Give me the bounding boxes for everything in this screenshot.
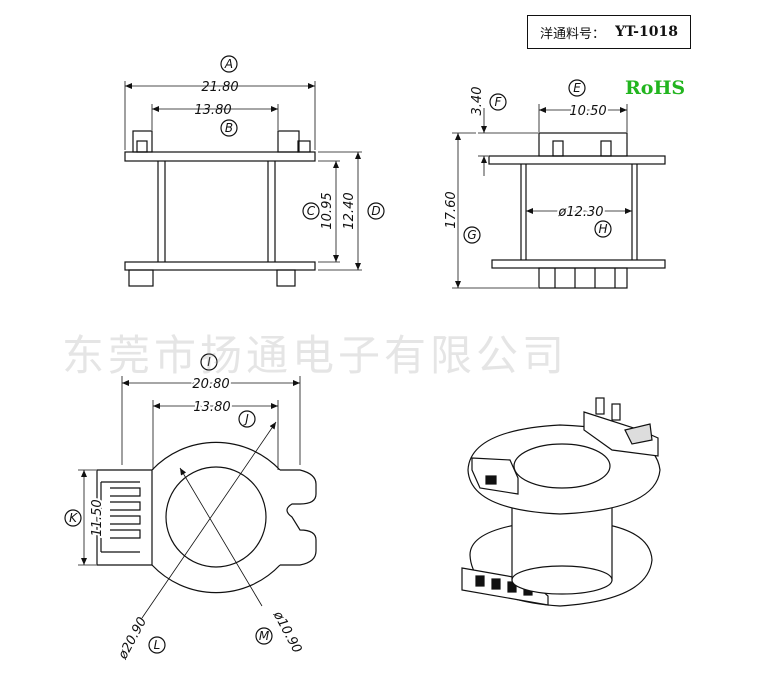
- top-view-labels: I 20.80 J 13.80 K 11.50 L ø20.90 M ø10.9…: [69, 355, 304, 663]
- iso-pin-2: [611, 403, 621, 421]
- front-top-pin-right: [277, 130, 300, 153]
- dim-G-value: 17.60: [444, 191, 459, 228]
- front-bottom-flange: [124, 261, 316, 271]
- letter-H: H: [598, 222, 607, 236]
- letter-I: I: [207, 355, 211, 369]
- dim-B-value: 13.80: [194, 103, 231, 118]
- side-top-pin-left: [552, 140, 564, 157]
- dim-E-value: 10.50: [569, 104, 606, 119]
- letter-D: D: [371, 204, 380, 218]
- core-hole: [165, 466, 267, 568]
- dim-I-value: 20.80: [192, 377, 229, 392]
- letter-M: M: [259, 629, 270, 643]
- side-top-block: [538, 132, 628, 157]
- top-view: [64, 353, 317, 654]
- dim-C-value: 10.95: [320, 192, 335, 229]
- outer-rim-bottom: [151, 564, 281, 594]
- right-notch: [280, 469, 317, 566]
- dim-F-value: 3.40: [470, 87, 485, 116]
- callout-circle-K: [64, 509, 82, 527]
- front-view: [124, 55, 385, 287]
- front-top-flange: [124, 151, 316, 162]
- front-top-pin-left-inner: [136, 140, 148, 153]
- dim-K-value: 11.50: [90, 499, 105, 536]
- isometric-view: [461, 397, 661, 607]
- side-bottom-block: [538, 267, 628, 289]
- callout-circle-J: [238, 410, 256, 428]
- callout-circle-B: [220, 119, 238, 137]
- callout-circle-F: [489, 93, 507, 111]
- rohs-mark: RoHS: [625, 77, 686, 99]
- letter-K: K: [69, 511, 78, 525]
- dim-M-value: ø10.90: [269, 608, 304, 656]
- part-number-label: 洋通料号：: [540, 26, 606, 42]
- callout-circle-L: [148, 636, 166, 654]
- side-top-flange: [488, 155, 666, 165]
- callout-circle-D: [367, 202, 385, 220]
- callout-circle-G: [463, 226, 481, 244]
- front-bottom-pin-left: [128, 269, 154, 287]
- letter-B: B: [225, 121, 233, 135]
- side-bottom-flange: [491, 259, 666, 269]
- callout-circle-E: [568, 79, 586, 97]
- left-terminal: [96, 469, 153, 566]
- dim-A-value: 21.80: [201, 80, 238, 95]
- callout-circle-M: [255, 627, 273, 645]
- letter-F: F: [495, 95, 503, 109]
- dim-D-value: 12.40: [342, 192, 357, 229]
- iso-top-bore: [513, 443, 611, 489]
- callout-circle-I: [200, 353, 218, 371]
- part-number-value: YT-1018: [615, 24, 678, 40]
- callout-circle-H: [594, 220, 612, 238]
- letter-J: J: [243, 412, 249, 426]
- dim-L-value: ø20.90: [115, 615, 150, 663]
- outer-rim-top: [151, 441, 281, 471]
- side-view: [452, 79, 666, 289]
- letter-G: G: [467, 228, 476, 242]
- side-top-pin-right: [600, 140, 612, 157]
- side-view-labels: E 10.50 F 3.40 G 17.60 H ø12.30: [444, 81, 609, 242]
- letter-E: E: [573, 81, 581, 95]
- part-number-box: 洋通料号： YT-1018: [527, 15, 691, 49]
- dim-H-value: ø12.30: [557, 205, 603, 220]
- callout-circle-C: [302, 202, 320, 220]
- front-bottom-pin-right: [276, 269, 296, 287]
- front-view-labels: A 21.80 B 13.80 C 10.95 D 12.40: [194, 57, 380, 230]
- dim-J-value: 13.80: [193, 400, 230, 415]
- iso-pin-1: [595, 397, 605, 415]
- callout-circle-A: [220, 55, 238, 73]
- letter-C: C: [307, 204, 316, 218]
- front-top-pin-right-inner: [297, 140, 311, 153]
- letter-A: A: [224, 57, 233, 71]
- letter-L: L: [154, 638, 161, 652]
- company-watermark: 东莞市扬通电子有限公司: [62, 331, 569, 380]
